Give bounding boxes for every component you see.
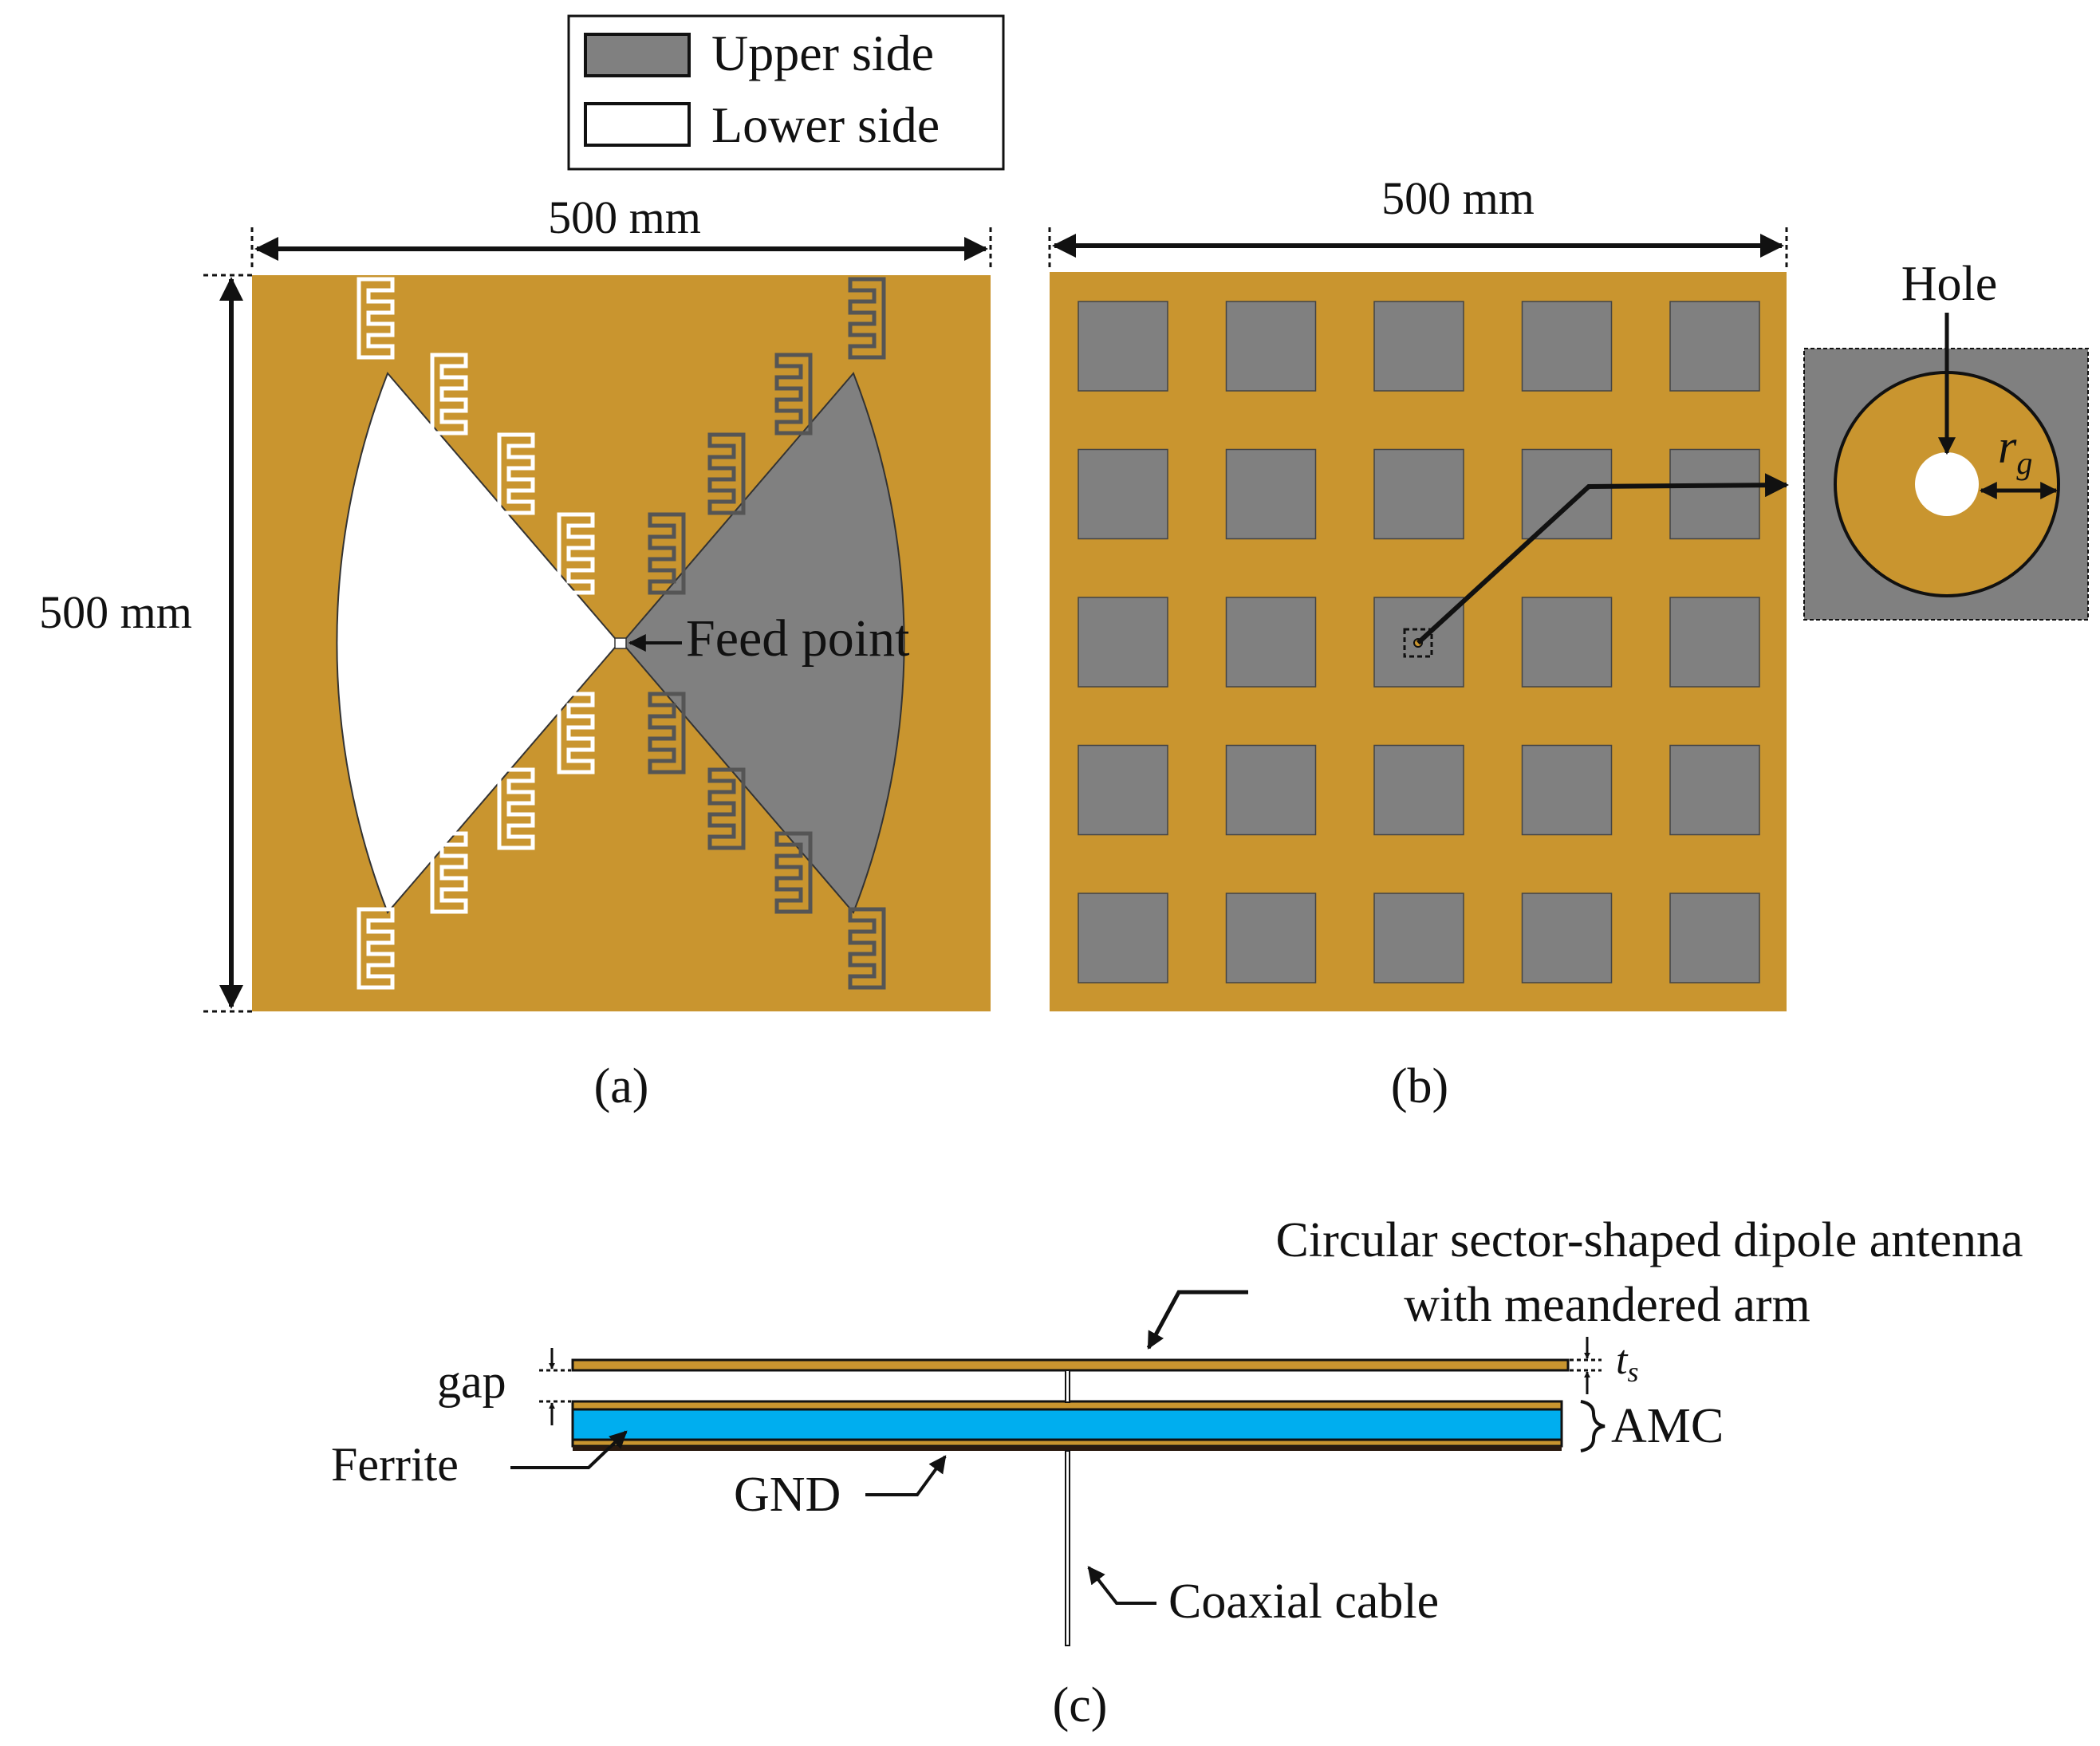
panel-c-amc-label: AMC bbox=[1611, 1399, 1724, 1453]
amc-patch-r5-c1 bbox=[1078, 893, 1168, 983]
inset-rg-subscript: g bbox=[2016, 445, 2032, 481]
panel-c-ferrite-layer bbox=[571, 1408, 1563, 1441]
panel-c-gnd-layer bbox=[573, 1446, 1562, 1451]
panel-c-amc-bottom-layer bbox=[571, 1438, 1563, 1448]
inset-rg-main: r bbox=[1998, 420, 2017, 473]
panel-a: 500 mm 500 mm bbox=[39, 191, 992, 1113]
amc-patch-r1-c5 bbox=[1669, 301, 1760, 392]
panel-a-caption: (a) bbox=[594, 1059, 649, 1113]
panel-c-coax-cable bbox=[1065, 1450, 1070, 1646]
panel-c-coax-top bbox=[1065, 1370, 1070, 1403]
panel-a-lower-sector bbox=[336, 372, 621, 914]
panel-a-feed-gap bbox=[614, 637, 627, 649]
panel-c-gap-label: gap bbox=[437, 1355, 506, 1408]
panel-c-coax-label: Coaxial cable bbox=[1168, 1575, 1439, 1629]
amc-patch-r5-c4 bbox=[1521, 893, 1613, 983]
amc-patch-r3-c1 bbox=[1078, 597, 1168, 688]
panel-c-ts-main: t bbox=[1616, 1338, 1629, 1383]
panel-c-amc-brace bbox=[1580, 1400, 1606, 1452]
amc-patch-r2-c3 bbox=[1373, 448, 1464, 540]
panel-a-upper-sector bbox=[621, 372, 905, 914]
panel-c-ferrite-label: Ferrite bbox=[331, 1438, 459, 1491]
amc-patch-r2-c1 bbox=[1078, 448, 1168, 540]
panel-b-zoom-marker bbox=[1403, 628, 1433, 658]
panel-c-ts-label: ts bbox=[1616, 1338, 1638, 1388]
amc-patch-r4-c3 bbox=[1373, 744, 1464, 836]
legend-swatch-upper bbox=[584, 33, 691, 77]
panel-c-gnd-leader bbox=[865, 1455, 947, 1496]
legend-label-lower: Lower side bbox=[711, 97, 940, 153]
amc-patch-r3-c5 bbox=[1669, 597, 1760, 688]
legend: Upper side Lower side bbox=[567, 14, 1005, 171]
panel-b-caption: (b) bbox=[1391, 1059, 1448, 1113]
panel-c-title-line1: Circular sector-shaped dipole antenna bbox=[1276, 1213, 2023, 1267]
inset-hole-label: Hole bbox=[1901, 257, 1998, 311]
amc-patch-r3-c4 bbox=[1521, 597, 1613, 688]
panel-c-ferrite-leader bbox=[510, 1430, 628, 1469]
amc-patch-r5-c2 bbox=[1225, 893, 1317, 983]
legend-swatch-lower bbox=[584, 102, 691, 147]
amc-patch-r4-c2 bbox=[1225, 744, 1317, 836]
panel-c-coax-leader bbox=[1087, 1566, 1156, 1605]
panel-c-title-leader bbox=[1146, 1290, 1248, 1350]
panel-c-antenna-layer bbox=[571, 1358, 1570, 1372]
panel-a-height-label: 500 mm bbox=[39, 586, 192, 638]
amc-patch-r4-c1 bbox=[1078, 744, 1168, 836]
panel-c: Circular sector-shaped dipole antenna wi… bbox=[331, 1213, 2023, 1732]
amc-patch-r1-c3 bbox=[1373, 301, 1464, 392]
panel-b-zoom-leader bbox=[1416, 473, 1789, 645]
amc-patch-r1-c2 bbox=[1225, 301, 1317, 392]
amc-patch-r1-c1 bbox=[1078, 301, 1168, 392]
panel-c-ts-subscript: s bbox=[1627, 1356, 1638, 1388]
panel-c-title-line2: with meandered arm bbox=[1404, 1278, 1810, 1332]
amc-patch-r2-c4 bbox=[1521, 448, 1613, 540]
amc-patch-r1-c4 bbox=[1521, 301, 1613, 392]
inset-rg-label: rg bbox=[1998, 420, 2032, 481]
amc-patch-r4-c4 bbox=[1521, 744, 1613, 836]
panel-a-width-label: 500 mm bbox=[548, 191, 701, 243]
inset-hole bbox=[1915, 452, 1979, 516]
panel-a-feed-label: Feed point bbox=[686, 609, 909, 668]
panel-b-width-label: 500 mm bbox=[1381, 172, 1535, 224]
amc-patch-r5-c3 bbox=[1373, 893, 1464, 983]
panel-b: 500 mm Hole rg (b) bbox=[1048, 172, 2089, 1113]
amc-patch-r2-c5 bbox=[1669, 448, 1760, 540]
amc-patch-r2-c2 bbox=[1225, 448, 1317, 540]
panel-c-caption: (c) bbox=[1053, 1678, 1108, 1732]
panel-c-gnd-label: GND bbox=[734, 1468, 841, 1522]
amc-patch-r5-c5 bbox=[1669, 893, 1760, 983]
legend-label-upper: Upper side bbox=[711, 25, 934, 81]
amc-patch-r3-c2 bbox=[1225, 597, 1317, 688]
amc-patch-r4-c5 bbox=[1669, 744, 1760, 836]
panel-b-inset: Hole rg bbox=[1803, 257, 2089, 621]
